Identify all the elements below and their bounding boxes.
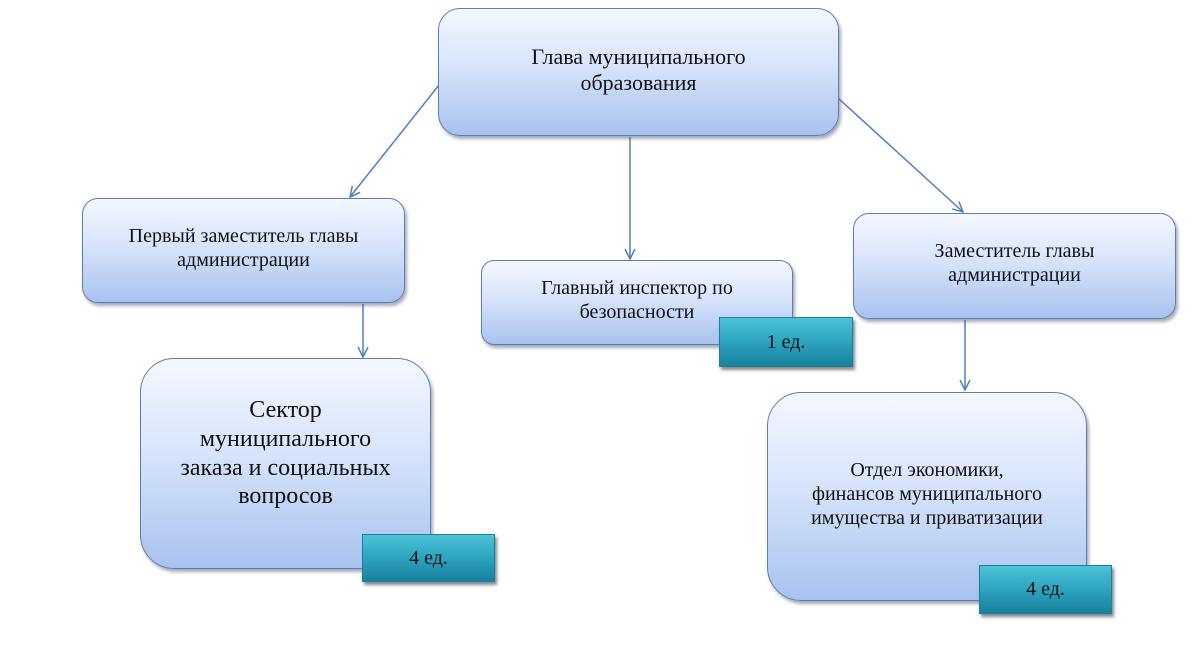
node-inspector-label: Главный инспектор по безопасности <box>541 276 733 324</box>
node-first-deputy: Первый заместитель главы администрации <box>82 198 405 303</box>
node-sector: Сектор муниципального заказа и социальны… <box>140 358 431 569</box>
node-head-label: Глава муниципального образования <box>531 44 745 97</box>
node-department-line-1: Отдел экономики, <box>850 458 1004 481</box>
node-sector-line-3: заказа и социальных <box>180 454 391 481</box>
node-department-line-2: финансов муниципального <box>811 482 1042 505</box>
node-department: Отдел экономики, финансов муниципального… <box>767 392 1087 601</box>
staff-count-badge-department: 4 ед. <box>979 565 1112 614</box>
node-inspector-line-2: безопасности <box>579 300 695 323</box>
node-department-line-3: имущества и приватизации <box>811 506 1043 529</box>
node-sector-line-1: Сектор <box>249 396 322 423</box>
node-head-line-1: Глава муниципального <box>531 43 746 69</box>
node-sector-line-2: муниципального <box>199 425 372 452</box>
node-deputy-line-2: администрации <box>948 264 1081 286</box>
node-head-line-2: образования <box>580 70 697 95</box>
node-sector-line-4: вопросов <box>238 483 333 510</box>
edge-head-to-deputy <box>837 97 963 212</box>
node-deputy: Заместитель главы администрации <box>853 213 1176 319</box>
node-head: Глава муниципального образования <box>438 8 839 136</box>
node-inspector-line-1: Главный инспектор по <box>541 276 733 299</box>
node-department-label: Отдел экономики, финансов муниципального… <box>811 458 1043 530</box>
node-first-deputy-line-1: Первый заместитель главы <box>128 224 359 247</box>
node-deputy-label: Заместитель главы администрации <box>935 239 1095 287</box>
node-sector-label: Сектор муниципального заказа и социальны… <box>180 396 390 511</box>
node-deputy-line-1: Заместитель главы <box>934 240 1095 262</box>
edge-head-to-first-deputy <box>350 84 440 197</box>
staff-count-badge-inspector: 1 ед. <box>719 317 853 367</box>
staff-count-badge-sector: 4 ед. <box>362 534 495 582</box>
node-first-deputy-line-2: администрации <box>177 248 310 271</box>
node-first-deputy-label: Первый заместитель главы администрации <box>129 224 359 272</box>
node-inspector: Главный инспектор по безопасности <box>481 260 793 345</box>
